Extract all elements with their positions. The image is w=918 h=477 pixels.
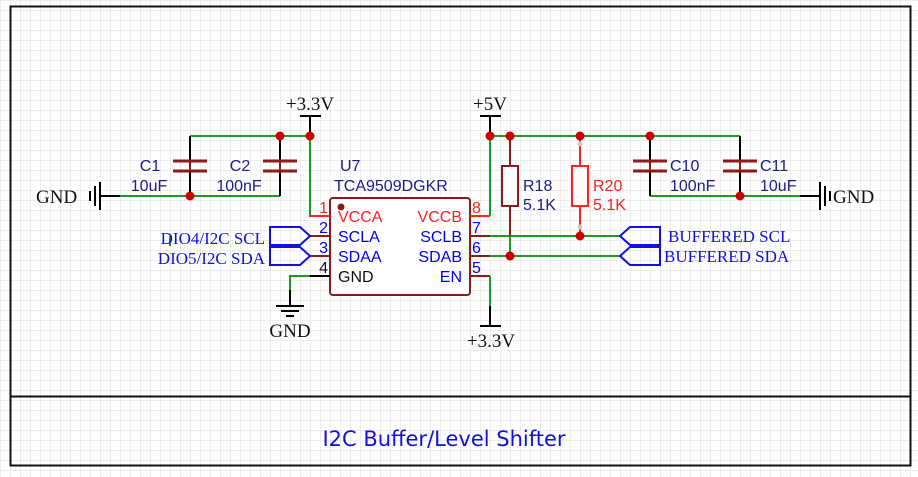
c2-value: 100nF (216, 178, 262, 195)
capacitor-c2[interactable]: C2 100nF (216, 136, 297, 196)
pin-5-num: 5 (472, 260, 481, 277)
junction-dot (305, 131, 315, 141)
r18-ref: R18 (523, 178, 552, 195)
gnd-label: GND (833, 187, 874, 208)
pin-2-name: SCLA (338, 229, 380, 246)
ic-u7[interactable]: U7 TCA9509DGKR 1 2 3 4 VCCA SCLA SDAA GN… (310, 158, 490, 296)
c1-ref: C1 (140, 158, 161, 175)
pin-4-num: 4 (319, 260, 328, 277)
pin-6-name: SDAB (418, 249, 462, 266)
netflag-right-scl (618, 226, 661, 246)
ground-ic[interactable]: GND (269, 290, 311, 342)
netlabel-right-sda[interactable]: BUFFERED SDA (618, 246, 790, 266)
junction-dot (505, 131, 515, 141)
ic-body (329, 197, 471, 296)
netflag-right-sda (618, 246, 661, 266)
wire-gnd-ic (289, 275, 310, 290)
r18-value: 5.1K (523, 197, 556, 214)
power-5v-top[interactable]: +5V (473, 94, 507, 136)
pin-6-num: 6 (472, 240, 481, 257)
pin-5-name: EN (440, 269, 462, 286)
pin-3-name: SDAA (338, 249, 382, 266)
c2-ref: C2 (230, 158, 251, 175)
r20-value: 5.1K (593, 197, 626, 214)
power-3v3-top[interactable]: +3.3V (286, 94, 334, 136)
capacitor-c11[interactable]: C11 10uF (723, 136, 797, 196)
pin-7-num: 7 (472, 220, 481, 237)
pin-8-name: VCCB (418, 209, 462, 226)
junction-dot (275, 131, 285, 141)
resistor-r18[interactable]: R18 5.1K (501, 136, 556, 236)
pin-4-name: GND (338, 269, 374, 286)
junction-dot (645, 131, 655, 141)
netlabel-text: DIO4/I2C SCL (161, 229, 265, 248)
ic-part: TCA9509DGKR (334, 178, 448, 195)
pin-1-name: VCCA (338, 209, 383, 226)
c10-ref: C10 (670, 158, 699, 175)
r20-ref: R20 (593, 178, 622, 195)
r18-body (501, 165, 519, 207)
power-label: +3.3V (467, 331, 515, 352)
frame-border (9, 5, 912, 467)
sheet-frame (9, 5, 912, 467)
junction-dot (185, 191, 195, 201)
junction-dot (505, 251, 515, 261)
pin-3-num: 3 (319, 240, 328, 257)
capacitor-c1[interactable]: C1 10uF (131, 136, 207, 196)
netlabel-right-scl[interactable]: BUFFERED SCL (618, 226, 790, 246)
c1-value: 10uF (131, 178, 168, 195)
netlabel-left-sda[interactable]: DIO5/I2C SDA (158, 246, 312, 268)
gnd-label: GND (269, 321, 310, 342)
c11-value: 10uF (760, 178, 797, 195)
gnd-label: GND (36, 187, 77, 208)
power-3v3-en[interactable]: +3.3V (467, 306, 515, 352)
resistor-r20[interactable]: R20 5.1K (571, 136, 626, 236)
capacitor-c10[interactable]: C10 100nF (633, 136, 716, 196)
power-label: +3.3V (286, 94, 334, 115)
pin-7-name: SCLB (420, 229, 462, 246)
junction-dot (735, 191, 745, 201)
netflag-left-sda (269, 246, 312, 266)
r20-body (571, 165, 589, 207)
ic-ref: U7 (340, 158, 361, 175)
r20-pin-bottom (577, 224, 583, 230)
power-label: +5V (473, 94, 507, 115)
junction-dot (485, 131, 495, 141)
netlabel-text: DIO5/I2C SDA (158, 249, 266, 268)
pin-8-num: 8 (472, 200, 481, 217)
junction-dot (575, 131, 585, 141)
pin-2-num: 2 (319, 220, 328, 237)
netflag-left-scl (269, 226, 312, 246)
netlabel-text: BUFFERED SDA (664, 247, 790, 266)
c11-ref: C11 (760, 158, 788, 175)
netlabel-left-scl[interactable]: DIO4/I2C SCL (161, 226, 312, 248)
pin1-marker (337, 203, 345, 211)
c10-value: 100nF (670, 178, 716, 195)
junction-dot (575, 231, 585, 241)
netlabel-text: BUFFERED SCL (668, 227, 790, 246)
pin-1-num: 1 (319, 200, 328, 217)
sheet-title: I2C Buffer/Level Shifter (322, 427, 565, 451)
r20-pin-top (577, 141, 583, 147)
junctions (185, 131, 745, 261)
ground-left[interactable]: GND (36, 182, 120, 210)
ground-right[interactable]: GND (800, 182, 874, 210)
